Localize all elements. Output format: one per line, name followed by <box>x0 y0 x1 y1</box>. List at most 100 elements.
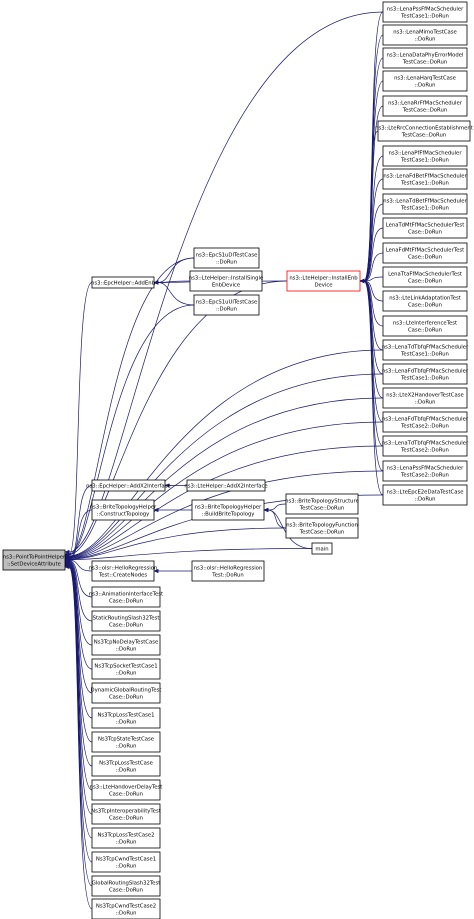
node-label-line: ::SetDeviceAttribute <box>7 561 61 567</box>
node-t7[interactable]: ns3::LenaPfFfMacSchedulerTestCase1::DoRu… <box>382 145 468 167</box>
node-s1u-ul[interactable]: ns3::EpcS1uUlTestCase::DoRun <box>193 294 260 316</box>
node-label-line: ns3::LteRrcConnectionEstablishment <box>375 126 473 132</box>
node-label-line: ns3::LteHandoverDelayTest <box>90 785 163 791</box>
node-t2[interactable]: ns3::LenaMimoTestCase::DoRun <box>382 24 468 46</box>
node-box <box>91 586 161 608</box>
node-tcp-sock[interactable]: Ns3TcpSocketTestCase1::DoRun <box>91 658 161 680</box>
node-tcp-state[interactable]: Ns3TcpStateTestCase::DoRun <box>91 731 161 753</box>
node-tcp-loss2[interactable]: Ns3TcpLossTestCase2::DoRun <box>91 827 161 849</box>
node-label-line: Case::DoRun <box>408 327 442 333</box>
node-box <box>382 266 468 288</box>
node-t17[interactable]: ns3::LteX2HandoverTestCase::DoRun <box>382 387 468 409</box>
edge-t12-to-lte-install-enb <box>363 276 384 282</box>
node-t9[interactable]: ns3::LenaTdBetFfMacSchedulerTestCase1::D… <box>382 193 468 215</box>
arrowhead <box>164 483 170 488</box>
node-box <box>382 217 468 239</box>
node-t4[interactable]: ns3::LenaHarqTestCase::DoRun <box>382 70 468 92</box>
node-box <box>91 731 161 753</box>
node-t20[interactable]: ns3::LenaPssFfMacSchedulerTestCase2::DoR… <box>382 460 468 482</box>
node-main[interactable]: main <box>311 542 333 555</box>
node-t15[interactable]: ns3::LenaTdTbfqFfMacSchedulerTestCase1::… <box>382 339 469 361</box>
edge-tcp-cwnd2-to-root <box>68 566 93 910</box>
node-label-line: Ns3TcpCwndTestCase2 <box>96 904 156 910</box>
node-label-line: TestCase2::DoRun <box>400 447 449 453</box>
node-tcp-loss1[interactable]: Ns3TcpLossTestCase1::DoRun <box>91 707 161 729</box>
node-label-line: Case::DoRun <box>408 302 442 308</box>
edge-t16-to-root <box>68 373 384 557</box>
node-t21[interactable]: ns3::LteEpcE2eDataTestCase::DoRun <box>382 484 468 506</box>
node-label-line: ::DoRun <box>115 767 136 773</box>
node-box <box>91 658 161 680</box>
node-label-line: Ns3TcpStateTestCase <box>98 737 154 743</box>
node-box <box>311 542 333 555</box>
node-label-line: ns3::LteHelper::InstallSingle <box>189 276 264 282</box>
node-box <box>91 560 155 582</box>
node-t16[interactable]: ns3::LenaFdTbfqFfMacSchedulerTestCase1::… <box>382 363 469 385</box>
node-label-line: ns3::BriteTopologyHelper <box>90 505 157 511</box>
node-label-line: TestCase1::DoRun <box>400 13 449 19</box>
node-t3[interactable]: ns3::LenaDataPhyErrorModelTestCase::DoRu… <box>382 47 468 69</box>
node-box <box>189 270 263 292</box>
node-tcp-cwnd2[interactable]: Ns3TcpCwndTestCase2::DoRun <box>91 898 161 919</box>
node-label-line: Case::DoRun <box>109 791 143 797</box>
edge-tcp-delay-to-root <box>68 561 93 646</box>
node-label-line: LenaTtaFfMacSchedulerTest <box>388 272 462 278</box>
node-brite-ctor[interactable]: ns3::BriteTopologyHelper::ConstructTopol… <box>90 499 157 521</box>
node-label-line: ns3::AnimationInterfaceTest <box>89 592 163 598</box>
node-label-line: Ns3TcpLossTestCase2 <box>97 833 154 839</box>
node-t1[interactable]: ns3::LenaPssFfMacSchedulerTestCase1::DoR… <box>382 1 468 23</box>
edge-t21-to-lte-install-enb <box>363 280 384 496</box>
node-box <box>193 247 260 269</box>
node-label-line: ::DoRun <box>115 719 136 725</box>
node-t19[interactable]: ns3::LenaTdTbfqFfMacSchedulerTestCase2::… <box>382 435 469 457</box>
node-box <box>91 707 161 729</box>
node-label-line: TestCase::DoRun <box>299 529 344 535</box>
node-label-line: TestCase2::DoRun <box>400 472 449 478</box>
node-epc-addenb[interactable]: ns3::EpcHelper::AddEnb <box>91 276 156 289</box>
node-box <box>91 803 161 825</box>
node-label-line: Device <box>314 282 332 288</box>
node-label-line: Ns3TcpNoDelayTestCase <box>94 640 159 646</box>
node-label-line: Ns3TcpCwndTestCase1 <box>96 857 156 863</box>
node-lte-addx2[interactable]: ns3::LteHelper::AddX2Interface <box>184 479 268 492</box>
node-label-line: ns3::LenaDataPhyErrorModel <box>387 53 464 59</box>
node-label-line: TestCase::DoRun <box>401 132 446 138</box>
node-root[interactable]: ns3::PointToPointHelper::SetDeviceAttrib… <box>2 549 66 571</box>
node-brite-struct[interactable]: ns3::BriteTopologyStructureTestCase::DoR… <box>285 493 359 515</box>
node-tcp-cwnd1[interactable]: Ns3TcpCwndTestCase1::DoRun <box>91 851 161 873</box>
node-label-line: LenaTdMtFfMacSchedulerTest <box>386 223 465 229</box>
node-label-line: TestCase1::DoRun <box>400 157 449 163</box>
node-box <box>382 315 468 337</box>
node-t8[interactable]: ns3::LenaFdBetFfMacSchedulerTestCase1::D… <box>382 168 467 190</box>
node-tcp-delay[interactable]: Ns3TcpNoDelayTestCase::DoRun <box>91 634 161 656</box>
node-brite-func[interactable]: ns3::BriteTopologyFunctionTestCase::DoRu… <box>285 517 359 539</box>
node-label-line: Case::DoRun <box>109 622 143 628</box>
node-epc-addx2[interactable]: ns3::EpcHelper::AddX2Interface <box>86 479 171 492</box>
node-olsr-create[interactable]: ns3::olsr::HelloRegressionTest::CreateNo… <box>89 560 158 582</box>
node-label-line: Ns3TcpSocketTestCase1 <box>94 664 157 670</box>
node-s1u-dl[interactable]: ns3::EpcS1uDlTestCase::DoRun <box>193 247 260 269</box>
node-t18[interactable]: ns3::LenaFdTbfqFfMacSchedulerTestCase2::… <box>382 411 469 433</box>
node-tcp-loss[interactable]: Ns3TcpLossTestCase::DoRun <box>91 755 161 777</box>
node-t6[interactable]: ns3::LteRrcConnectionEstablishmentTestCa… <box>375 120 473 142</box>
node-label-line: ::BuildBriteTopology <box>202 511 255 517</box>
node-brite-build[interactable]: ns3::BriteTopologyHelper::BuildBriteTopo… <box>191 499 265 521</box>
node-label-line: ns3::LenaRrFfMacScheduler <box>388 101 463 107</box>
